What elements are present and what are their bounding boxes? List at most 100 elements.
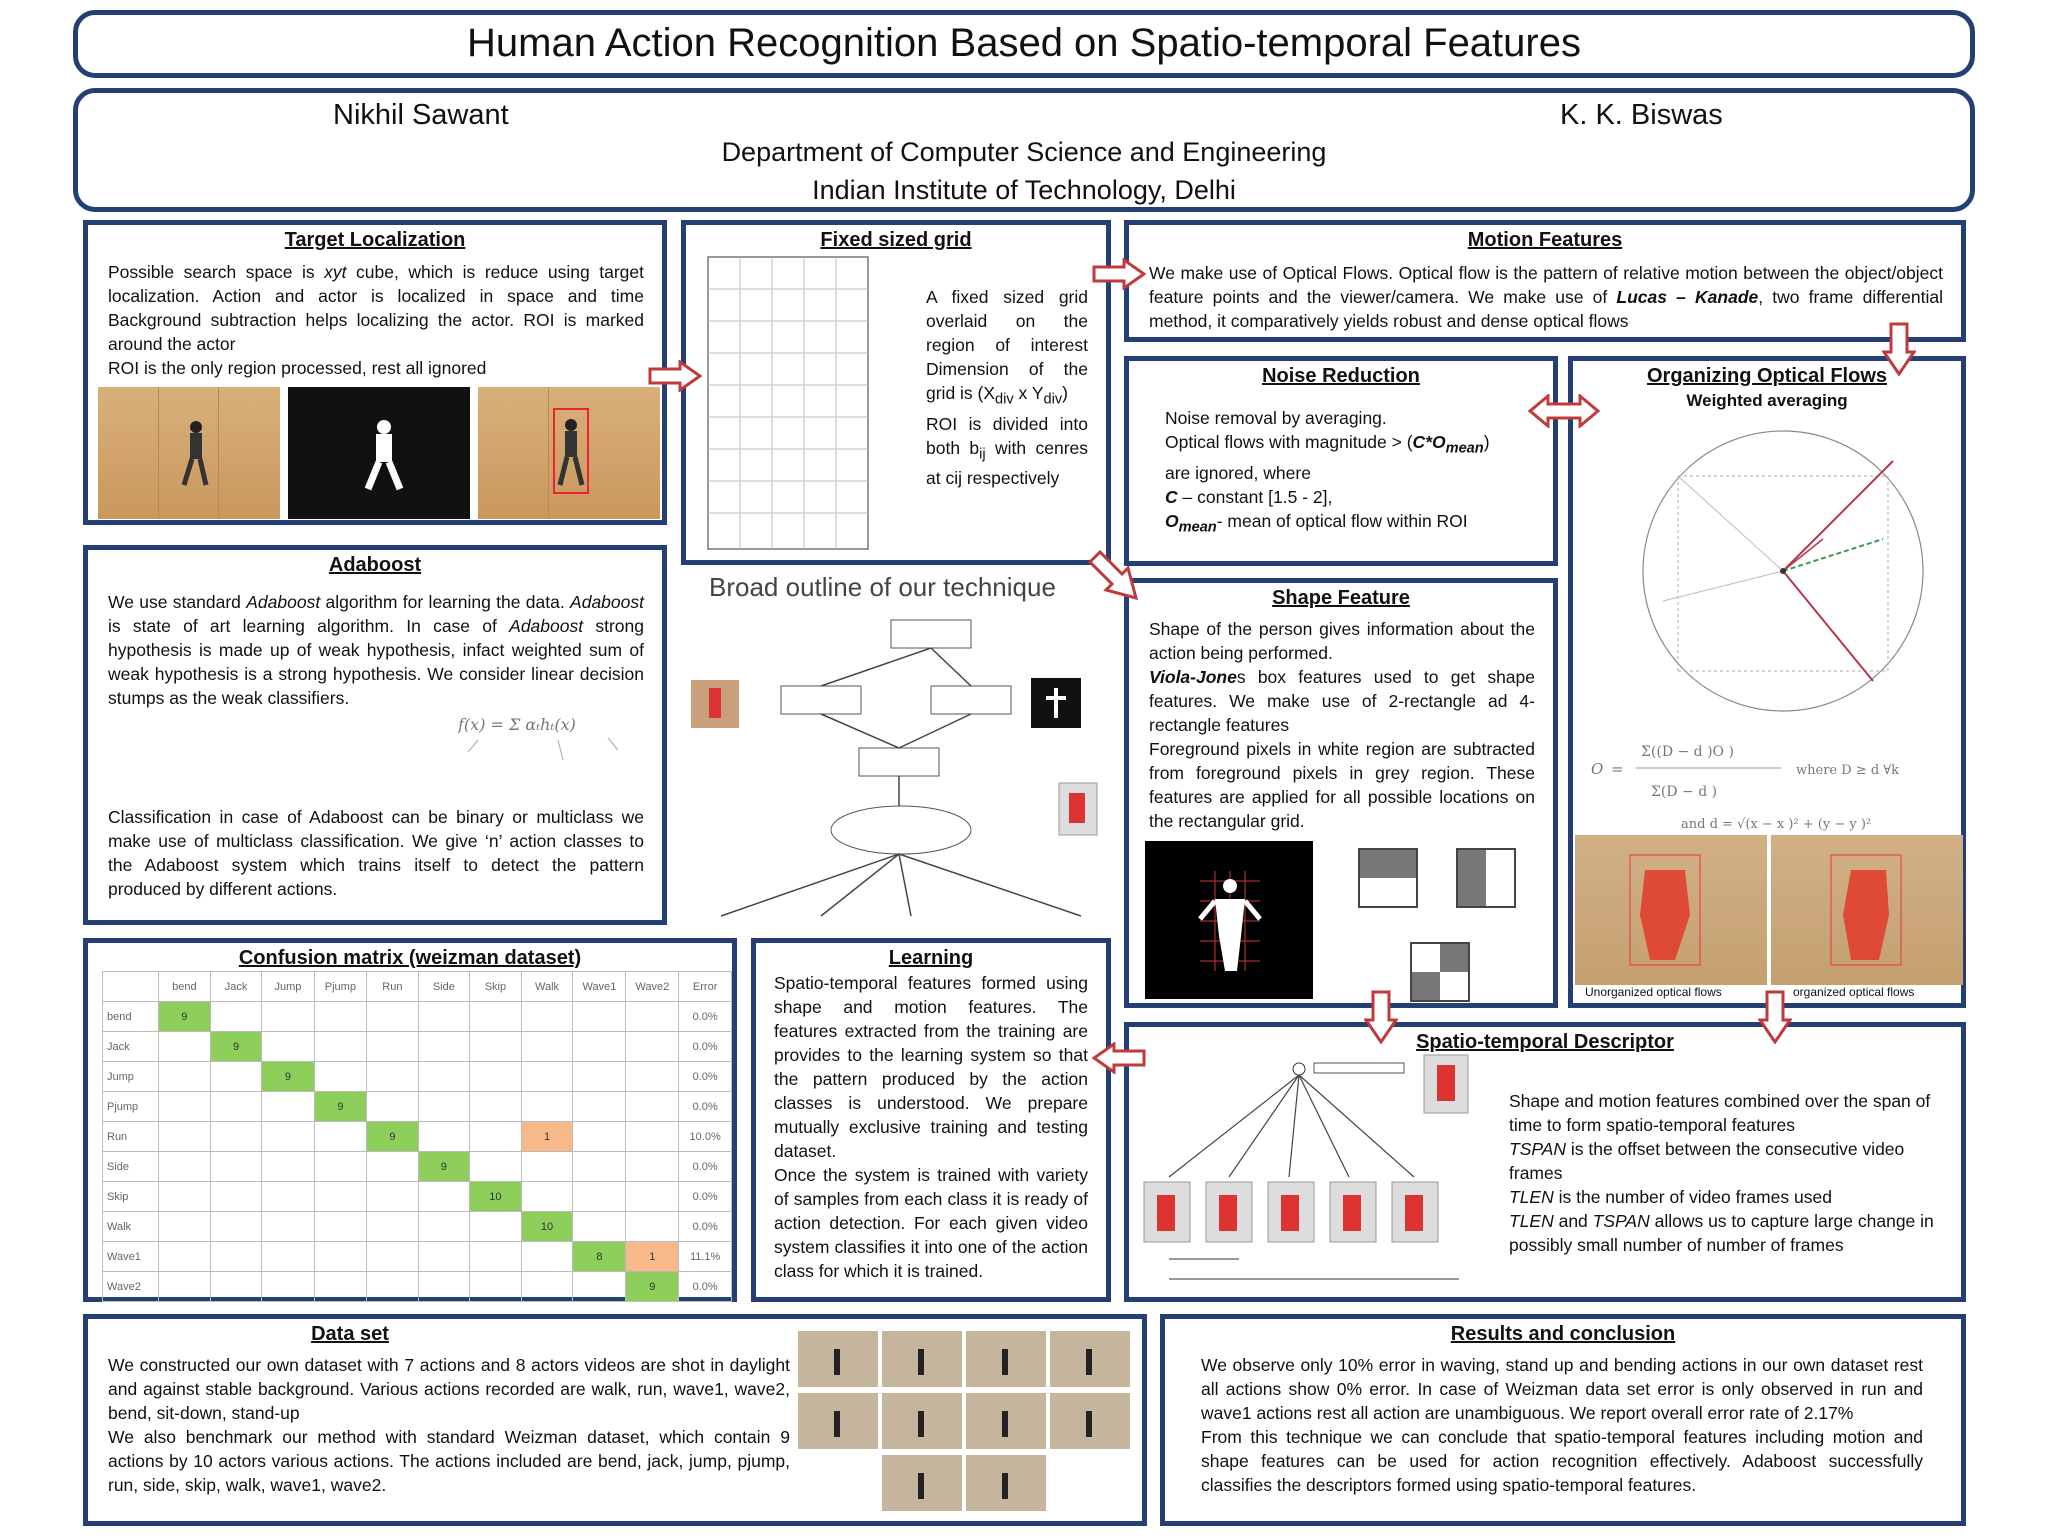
matrix-cell: 9 — [313, 1091, 368, 1122]
matrix-cell: 8 — [572, 1241, 627, 1272]
row-header: Jump — [102, 1061, 159, 1092]
matrix-cell — [572, 1271, 627, 1302]
matrix-cell — [209, 1091, 263, 1122]
matrix-cell — [572, 1181, 627, 1212]
unorganized-caption: Unorganized optical flows — [1585, 985, 1722, 999]
matrix-cell — [417, 1241, 471, 1272]
matrix-cell: 0.0% — [678, 1211, 732, 1242]
shape-feature-text: Shape of the person gives information ab… — [1149, 619, 1535, 831]
noise-reduction-title: Noise Reduction — [1262, 365, 1420, 387]
matrix-cell: 10 — [520, 1211, 574, 1242]
matrix-cell — [209, 1181, 263, 1212]
column-header: Wave2 — [625, 971, 680, 1002]
column-header: Walk — [520, 971, 574, 1002]
matrix-cell: 11.1% — [678, 1241, 732, 1272]
matrix-cell — [469, 1271, 522, 1302]
dataset-text: We constructed our own dataset with 7 ac… — [108, 1355, 790, 1495]
matrix-cell — [520, 1001, 574, 1032]
matrix-cell — [366, 1181, 419, 1212]
arrow-icon — [1758, 990, 1792, 1044]
column-header: Pjump — [313, 971, 368, 1002]
matrix-cell — [261, 1211, 315, 1242]
roi-frame-image — [478, 387, 660, 519]
row-header: Jack — [102, 1031, 159, 1062]
matrix-cell: 0.0% — [678, 1061, 732, 1092]
arrow-icon — [1092, 1042, 1146, 1074]
weighted-averaging-subtitle: Weighted averaging — [1686, 391, 1848, 410]
weighted-average-formula: O = Σ((D − d )O ) Σ(D − d ) where D ≥ d … — [1591, 744, 1899, 832]
matrix-cell — [157, 1031, 211, 1062]
matrix-cell — [469, 1061, 522, 1092]
fixed-grid-title: Fixed sized grid — [820, 229, 972, 251]
arrow-icon — [1882, 322, 1916, 376]
outline-title: Broad outline of our technique — [709, 572, 1056, 602]
matrix-cell — [209, 1151, 263, 1182]
title-box: Human Action Recognition Based on Spatio… — [73, 10, 1975, 78]
column-header: Error — [678, 971, 732, 1002]
matrix-cell — [469, 1151, 522, 1182]
matrix-cell: 0.0% — [678, 1001, 732, 1032]
matrix-cell — [261, 1091, 315, 1122]
matrix-cell — [417, 1001, 471, 1032]
matrix-cell — [366, 1271, 419, 1302]
organizing-flows-title: Organizing Optical Flows — [1646, 365, 1888, 387]
organized-caption: organized optical flows — [1793, 985, 1915, 999]
dataset-title: Data set — [311, 1323, 389, 1345]
descriptor-title: Spatio-temporal Descriptor — [1416, 1031, 1674, 1053]
results-text: We observe only 10% error in waving, sta… — [1201, 1355, 1923, 1495]
matrix-cell — [572, 1091, 627, 1122]
matrix-cell — [469, 1241, 522, 1272]
row-header: Pjump — [102, 1091, 159, 1122]
matrix-cell: 0.0% — [678, 1031, 732, 1062]
svg-text:and d = √(x − x )² + (y − y )²: and d = √(x − x )² + (y − y )² — [1681, 817, 1871, 832]
motion-features-text: We make use of Optical Flows. Optical fl… — [1149, 263, 1943, 331]
matrix-cell — [469, 1211, 522, 1242]
svg-text:Σ(D − d ): Σ(D − d ) — [1651, 784, 1717, 800]
matrix-cell — [313, 1181, 368, 1212]
matrix-cell — [520, 1181, 574, 1212]
matrix-cell — [625, 1151, 680, 1182]
results-panel: Results and conclusion We observe only 1… — [1160, 1314, 1966, 1526]
arrow-icon — [1087, 549, 1139, 601]
row-header: Wave2 — [102, 1271, 159, 1302]
svg-text:O: O — [1591, 760, 1603, 778]
matrix-cell — [625, 1061, 680, 1092]
matrix-cell — [417, 1061, 471, 1092]
matrix-cell — [157, 1121, 211, 1152]
matrix-cell — [209, 1001, 263, 1032]
matrix-cell — [572, 1151, 627, 1182]
matrix-cell — [520, 1151, 574, 1182]
matrix-cell: 9 — [625, 1271, 680, 1302]
matrix-cell — [261, 1181, 315, 1212]
shape-feature-panel: Shape Feature Shape of the person gives … — [1124, 578, 1558, 1008]
matrix-cell — [157, 1151, 211, 1182]
matrix-cell: 0.0% — [678, 1181, 732, 1212]
matrix-cell — [313, 1061, 368, 1092]
learning-title: Learning — [888, 947, 974, 969]
matrix-cell — [366, 1241, 419, 1272]
noise-reduction-text: Noise removal by averaging. Optical flow… — [1165, 408, 1490, 535]
matrix-cell — [625, 1031, 680, 1062]
matrix-cell — [469, 1001, 522, 1032]
organized-flow-image — [1771, 835, 1963, 985]
matrix-cell — [417, 1181, 471, 1212]
haar-features-diagram — [1358, 848, 1516, 1002]
matrix-cell — [366, 1151, 419, 1182]
column-header: Jack — [209, 971, 263, 1002]
matrix-cell — [520, 1271, 574, 1302]
silhouette-image — [288, 387, 470, 519]
matrix-cell — [417, 1091, 471, 1122]
matrix-cell — [366, 1031, 419, 1062]
authors-box: Nikhil Sawant K. K. Biswas Department of… — [73, 88, 1975, 212]
learning-text: Spatio-temporal features formed using sh… — [774, 973, 1088, 1281]
target-localization-panel: Target Localization Possible search spac… — [83, 220, 667, 525]
arrow-icon — [1092, 258, 1146, 290]
matrix-cell: 0.0% — [678, 1271, 732, 1302]
adaboost-title: Adaboost — [328, 554, 422, 576]
matrix-cell — [625, 1091, 680, 1122]
